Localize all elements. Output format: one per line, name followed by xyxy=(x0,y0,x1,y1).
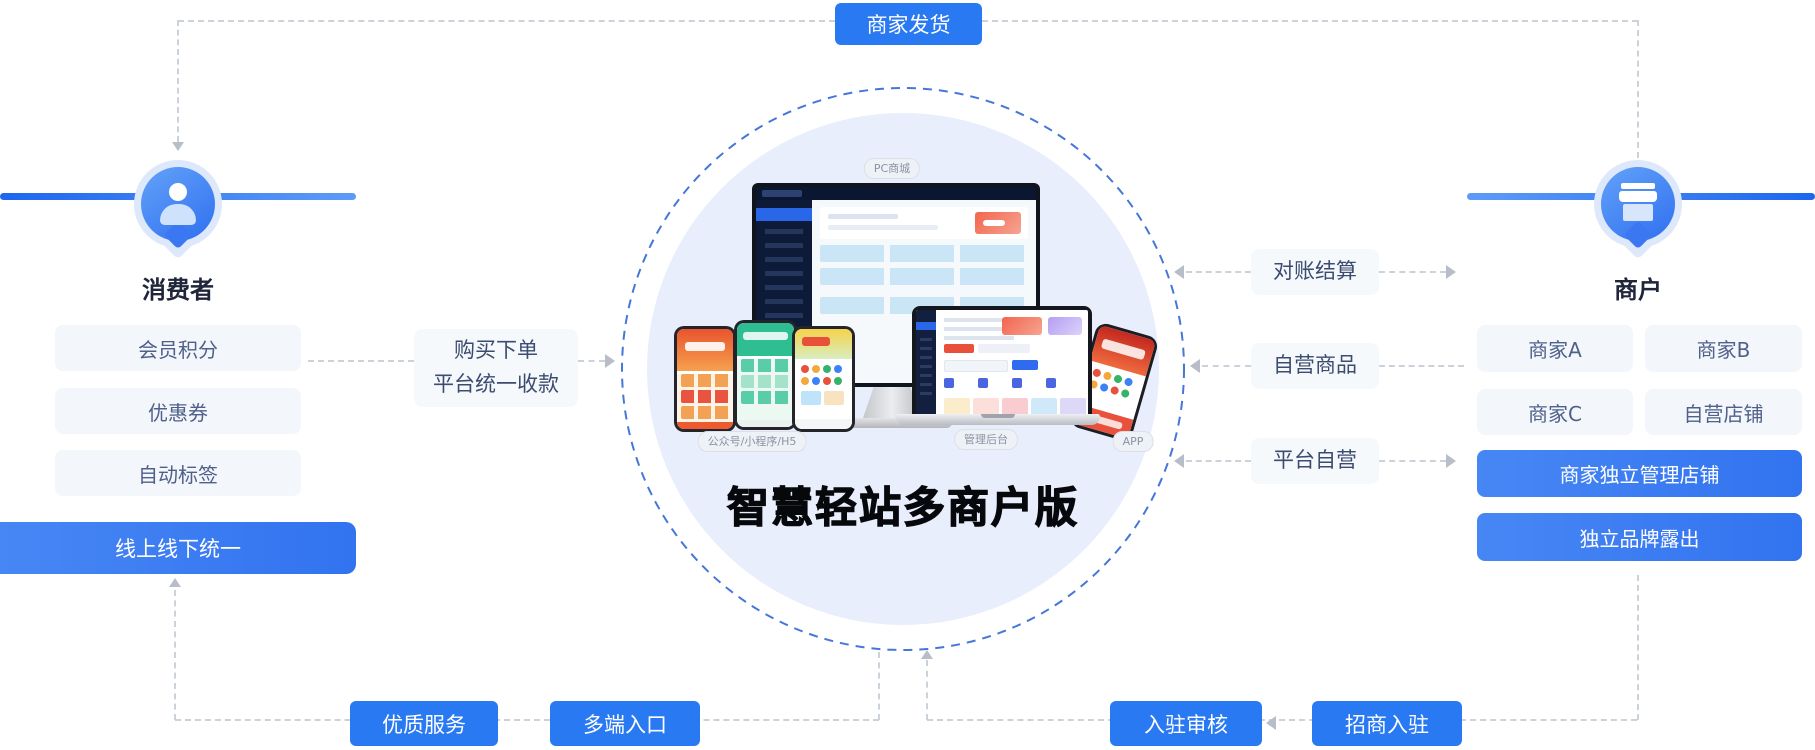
consumer-item-tags: 自动标签 xyxy=(55,450,301,496)
bottom-connector-right xyxy=(927,719,1637,721)
arrow-right-settle-1 xyxy=(1446,265,1456,279)
app-pill: APP xyxy=(1112,431,1154,452)
consumer-item-coupon: 优惠券 xyxy=(55,388,301,434)
settle-connector xyxy=(1379,271,1446,273)
merchant-a: 商家A xyxy=(1477,325,1633,372)
settle-connector xyxy=(1379,365,1464,367)
table-row xyxy=(820,268,1028,285)
phone-orange xyxy=(674,326,736,432)
arrow-down-consumer xyxy=(172,142,184,151)
settle-connector xyxy=(1379,460,1446,462)
admin-backend-pill: 管理后台 xyxy=(954,429,1018,450)
bottom-connector-left xyxy=(175,719,879,721)
top-connector-left xyxy=(178,20,835,22)
purchase-connector-left xyxy=(308,360,414,362)
table-row xyxy=(820,245,1028,262)
top-connector-down-left xyxy=(177,20,179,142)
arrow-right-settle-3 xyxy=(1446,454,1456,468)
arrow-up-consumer-highlight xyxy=(169,578,181,587)
phone-colorful xyxy=(792,326,855,432)
ship-button-label: 商家发货 xyxy=(866,13,951,37)
entry-review-button[interactable]: 入驻审核 xyxy=(1110,701,1262,746)
admin-laptop xyxy=(912,306,1092,424)
dashboard-promo-chip xyxy=(975,212,1021,234)
phone-green xyxy=(734,320,797,430)
settle-row-1: 对账结算 xyxy=(1251,249,1379,295)
purchase-flow-label: 购买下单 平台统一收款 xyxy=(414,329,578,407)
mobile-channels-pill: 公众号/小程序/H5 xyxy=(697,431,807,452)
merchant-recruit-button[interactable]: 招商入驻 xyxy=(1312,701,1462,746)
multi-entry-button[interactable]: 多端入口 xyxy=(550,701,700,746)
merchant-highlight-manage[interactable]: 商家独立管理店铺 xyxy=(1477,450,1802,497)
merchant-title: 商户 xyxy=(1614,276,1662,304)
consumer-highlight-button[interactable]: 线上线下统一 xyxy=(0,522,356,574)
consumer-title: 消费者 xyxy=(142,276,214,304)
self-store: 自营店铺 xyxy=(1645,389,1802,435)
settle-row-3: 平台自营 xyxy=(1251,438,1379,484)
pc-mall-pill: PC商城 xyxy=(863,158,921,179)
top-connector-right xyxy=(982,20,1638,22)
arrow-left-settle-1 xyxy=(1174,265,1184,279)
merchant-b: 商家B xyxy=(1645,325,1802,372)
arrow-right-into-circle xyxy=(605,354,615,368)
consumer-pin xyxy=(134,160,222,248)
ship-button[interactable]: 商家发货 xyxy=(835,3,982,45)
settle-connector xyxy=(1202,365,1251,367)
bottom-connector-left-col xyxy=(174,590,176,720)
dashboard-card xyxy=(820,207,1028,239)
settle-connector xyxy=(1186,271,1251,273)
merchant-highlight-brand[interactable]: 独立品牌露出 xyxy=(1477,513,1802,561)
settle-row-2: 自营商品 xyxy=(1251,343,1379,389)
merchant-c: 商家C xyxy=(1477,389,1633,435)
arrow-left-settle-3 xyxy=(1174,454,1184,468)
settle-connector xyxy=(1186,460,1251,462)
bottom-riser-right xyxy=(926,660,928,720)
consumer-item-points: 会员积分 xyxy=(55,325,301,371)
merchant-pin xyxy=(1594,160,1682,248)
arrow-left-review xyxy=(1266,716,1276,730)
quality-service-button[interactable]: 优质服务 xyxy=(350,701,498,746)
top-connector-down-right xyxy=(1637,20,1639,158)
bottom-riser-left xyxy=(878,652,880,720)
arrow-up-into-circle xyxy=(921,650,933,659)
arrow-left-settle-2 xyxy=(1190,359,1200,373)
purchase-connector-right xyxy=(578,360,605,362)
product-title: 智慧轻站多商户版 xyxy=(726,482,1080,532)
bottom-connector-right-col xyxy=(1637,575,1639,720)
admin-backend-screen xyxy=(916,310,1088,420)
laptop-base xyxy=(896,414,1100,425)
user-icon xyxy=(141,167,215,241)
store-icon xyxy=(1601,167,1675,241)
